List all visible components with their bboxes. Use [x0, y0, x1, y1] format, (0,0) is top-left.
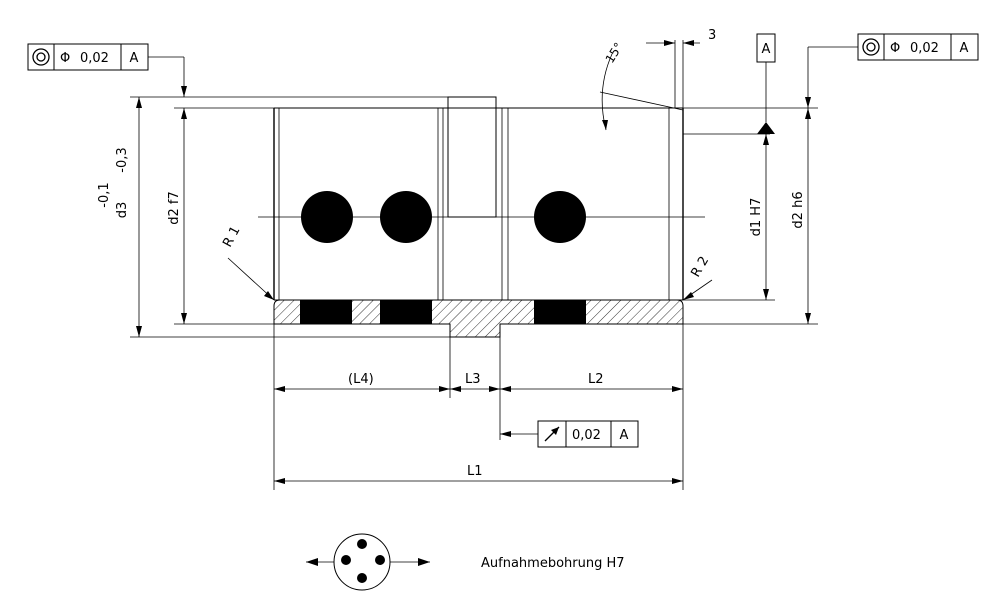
diameter-symbol: Φ [60, 51, 70, 66]
holes [301, 191, 586, 243]
dim-r1: R 1 [220, 224, 243, 250]
fcf-value: 0,02 [572, 428, 601, 443]
section-wall [273, 299, 684, 338]
dim-l3: L3 [465, 372, 481, 387]
fcf-value: 0,02 [910, 41, 939, 56]
right-dimensions [599, 40, 858, 325]
hole-1 [301, 191, 353, 243]
dim-l4: (L4) [348, 372, 374, 387]
dim-r2: R 2 [688, 254, 712, 280]
fcf-datum: A [960, 41, 969, 56]
fcf-runout: 0,02 A [537, 420, 639, 448]
fcf-datum: A [130, 51, 139, 66]
fcf-value: 0,02 [80, 51, 109, 66]
datum-a-box: A [756, 33, 776, 63]
four-hole-receiving-bore-icon [306, 533, 430, 591]
left-dimensions [130, 56, 450, 338]
fcf-left: Φ 0,02 A [27, 43, 149, 71]
fcf-datum: A [620, 428, 629, 443]
dim-chamfer: 3 [708, 28, 716, 43]
hole-3 [534, 191, 586, 243]
concentricity-icon [32, 48, 50, 66]
concentricity-icon [862, 38, 880, 56]
dim-d1-h7: d1 H7 [749, 198, 764, 237]
hole-2 [380, 191, 432, 243]
fcf-right: Φ 0,02 A [857, 33, 979, 61]
dim-l2: L2 [588, 372, 604, 387]
dim-d2-h6: d2 h6 [791, 191, 806, 228]
bottom-dimensions [273, 324, 684, 490]
diameter-symbol: Φ [890, 41, 900, 56]
dim-d3: d3 [115, 202, 130, 219]
dim-angle: 15° [603, 40, 626, 65]
tolerance-lower: -0,3 [115, 147, 130, 172]
runout-icon [544, 426, 560, 442]
dim-d2-f7: d2 f7 [167, 191, 182, 225]
legend-caption: Aufnahmebohrung H7 [481, 556, 625, 571]
svg-text:A: A [762, 42, 771, 57]
dim-l1: L1 [467, 464, 483, 479]
tolerance-upper: -0,1 [97, 182, 112, 207]
